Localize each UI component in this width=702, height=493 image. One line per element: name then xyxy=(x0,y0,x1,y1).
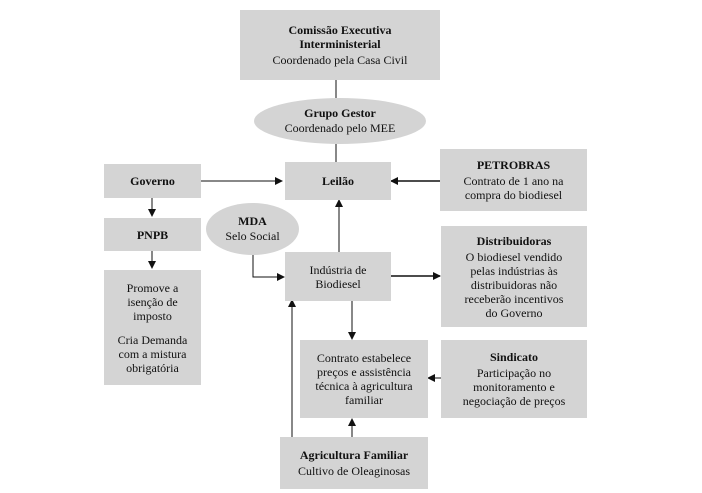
distribuidoras-title: Distribuidoras xyxy=(476,233,552,248)
comissao-title: Comissão Executiva Interministerial xyxy=(288,23,392,51)
petrobras-subtitle: Contrato de 1 ano na compra do biodiesel xyxy=(463,174,564,202)
sindicato-title: Sindicato xyxy=(489,350,538,364)
promove-text-2: Cria Demanda com a mistura obrigatória xyxy=(117,332,188,375)
sindicato-subtitle: Participação no monitoramento e negociaç… xyxy=(462,366,566,408)
node-promove: Promove a isenção de imposto Cria Demand… xyxy=(104,270,201,385)
arrow-mda-industria xyxy=(252,252,285,281)
node-pnpb: PNPB xyxy=(104,218,201,251)
petrobras-title: PETROBRAS xyxy=(476,158,551,172)
mda-title: MDA xyxy=(238,214,267,228)
grupo-title: Grupo Gestor xyxy=(304,106,376,120)
node-agricultura: Agricultura Familiar Cultivo de Oleagino… xyxy=(280,437,428,489)
node-sindicato: Sindicato Participação no monitoramento … xyxy=(441,340,587,418)
node-contrato: Contrato estabelece preços e assistência… xyxy=(300,340,428,418)
distribuidoras-subtitle: O biodiesel vendido pelas indústrias às … xyxy=(464,249,564,320)
pnpb-title: PNPB xyxy=(136,227,169,242)
leilao-title: Leilão xyxy=(322,174,354,188)
grupo-subtitle: Coordenado pelo MEE xyxy=(284,121,396,135)
agricultura-title: Agricultura Familiar xyxy=(299,448,409,462)
node-comissao: Comissão Executiva Interministerial Coor… xyxy=(240,10,440,80)
node-distribuidoras: Distribuidoras O biodiesel vendido pelas… xyxy=(441,226,587,327)
node-industria: Indústria de Biodiesel xyxy=(285,252,391,301)
node-mda: MDA Selo Social xyxy=(206,203,299,255)
mda-subtitle: Selo Social xyxy=(225,229,280,243)
node-governo: Governo xyxy=(104,164,201,198)
governo-title: Governo xyxy=(130,174,175,188)
node-grupo-gestor: Grupo Gestor Coordenado pelo MEE xyxy=(254,98,426,144)
node-petrobras: PETROBRAS Contrato de 1 ano na compra do… xyxy=(440,149,587,211)
promove-text-1: Promove a isenção de imposto xyxy=(126,280,179,323)
comissao-subtitle: Coordenado pela Casa Civil xyxy=(272,53,408,67)
node-leilao: Leilão xyxy=(285,162,391,200)
contrato-text: Contrato estabelece preços e assistência… xyxy=(315,351,413,407)
agricultura-subtitle: Cultivo de Oleaginosas xyxy=(298,464,410,478)
industria-text: Indústria de Biodiesel xyxy=(309,262,367,291)
